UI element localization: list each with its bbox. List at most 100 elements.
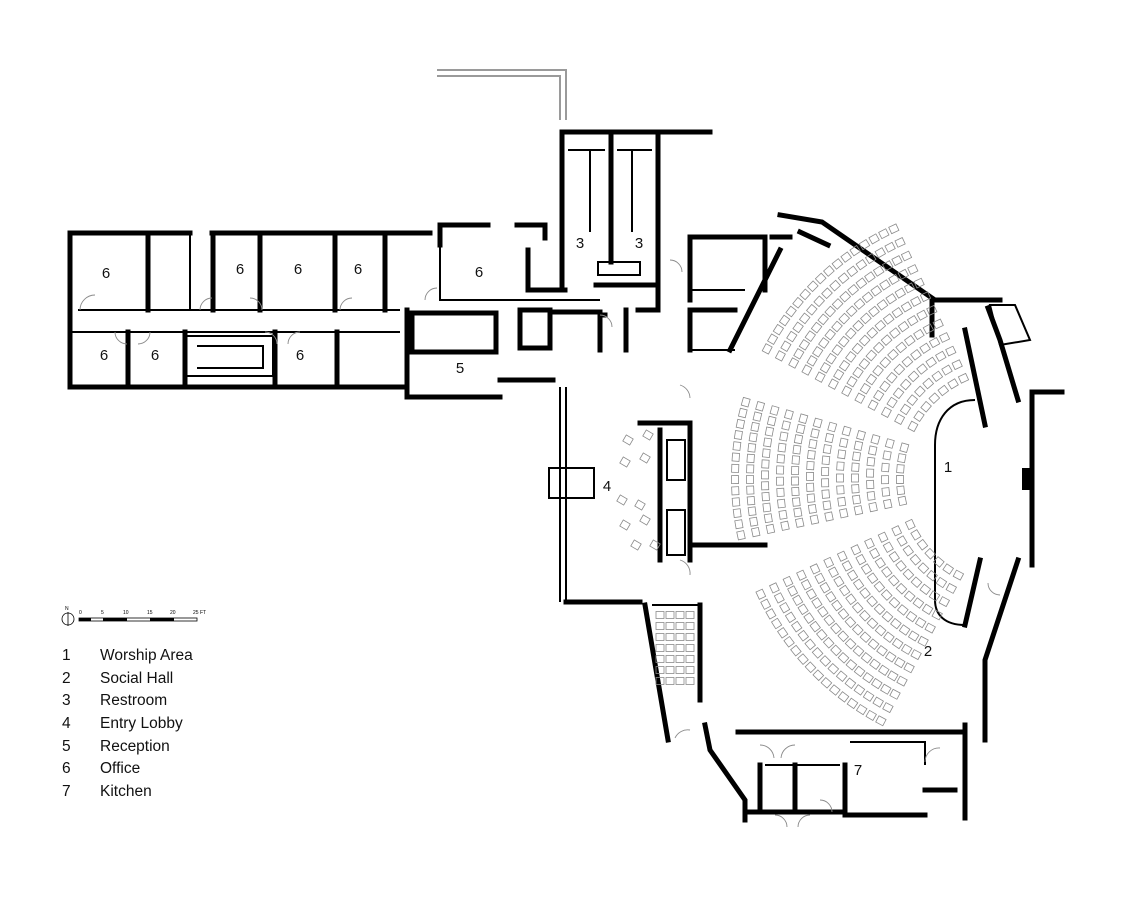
chair: [821, 489, 830, 499]
chair: [926, 304, 938, 316]
chair: [892, 387, 905, 400]
chair: [858, 334, 871, 347]
chair: [869, 658, 881, 670]
chair: [827, 662, 840, 675]
chair: [814, 371, 826, 383]
chair: [885, 371, 898, 384]
chair: [855, 703, 868, 716]
chair: [866, 595, 878, 608]
chair: [890, 617, 902, 630]
legend-label: Kitchen: [100, 782, 152, 800]
chair: [894, 237, 906, 248]
chair: [675, 644, 685, 652]
chair: [731, 475, 739, 485]
chair: [733, 430, 743, 440]
chair: [776, 487, 785, 498]
chair: [827, 421, 838, 433]
chair: [858, 238, 871, 251]
chair: [793, 434, 804, 445]
legend-label: Worship Area: [100, 647, 193, 665]
chair: [868, 501, 878, 513]
chair: [746, 453, 755, 464]
room-number-office: 6: [100, 347, 108, 364]
legend-label: Social Hall: [100, 669, 174, 687]
chair: [945, 345, 957, 357]
chair: [807, 503, 817, 514]
chair: [630, 539, 642, 551]
chair: [760, 598, 772, 610]
chair: [837, 630, 850, 643]
chair: [903, 282, 916, 294]
chair: [881, 260, 894, 272]
chair: [896, 604, 909, 616]
chair: [872, 364, 884, 377]
chair: [884, 241, 896, 253]
chair: [855, 553, 867, 566]
chair: [859, 382, 872, 395]
chair: [838, 437, 849, 448]
chair: [901, 355, 914, 368]
chair: [792, 296, 804, 309]
chair: [809, 563, 821, 575]
chair: [810, 428, 820, 439]
chair: [957, 372, 970, 384]
legend-number: 7: [62, 782, 71, 800]
chair: [859, 609, 871, 622]
chair: [772, 323, 785, 336]
room-number-office: 6: [296, 347, 304, 364]
chair: [785, 305, 797, 318]
chair: [886, 396, 898, 409]
chair: [764, 426, 775, 437]
chair: [750, 526, 761, 538]
chair: [884, 651, 897, 663]
chair: [853, 298, 866, 310]
chair: [776, 476, 784, 486]
chair: [853, 440, 864, 451]
chair: [876, 299, 889, 311]
chair: [836, 473, 844, 483]
chair: [837, 608, 850, 620]
chair: [655, 611, 665, 619]
chair: [841, 560, 853, 572]
chair: [731, 486, 740, 496]
chair: [882, 702, 894, 714]
chair: [819, 581, 831, 594]
chair: [860, 312, 872, 325]
chair: [675, 633, 685, 641]
lobby-walls: [548, 387, 768, 605]
chair: [899, 442, 910, 454]
chair: [835, 670, 848, 683]
chair: [851, 623, 864, 636]
chair: [752, 411, 763, 422]
chair: [838, 359, 851, 372]
chair: [897, 268, 910, 280]
chair: [655, 655, 665, 663]
chair: [919, 291, 932, 303]
chair: [928, 337, 941, 349]
chair: [655, 633, 665, 641]
chair: [865, 709, 877, 721]
chair: [783, 635, 795, 648]
chair: [837, 691, 850, 703]
legend-label: Reception: [100, 737, 170, 755]
scale-tick: 10: [123, 610, 129, 616]
chair: [770, 617, 783, 630]
room-number-office: 6: [151, 347, 159, 364]
chair: [805, 588, 817, 600]
chair: [824, 328, 836, 341]
chair: [880, 406, 892, 419]
chair: [783, 409, 794, 420]
chair: [914, 616, 927, 629]
chair: [873, 603, 886, 616]
chair: [779, 431, 789, 442]
chair: [851, 601, 864, 614]
legend-label: Restroom: [100, 692, 168, 710]
chair: [740, 396, 751, 408]
scale-tick: 5: [101, 610, 104, 616]
chair: [855, 277, 868, 289]
chair: [853, 684, 866, 696]
chair: [823, 265, 835, 277]
chair: [854, 392, 866, 404]
chair: [951, 359, 963, 371]
chair: [851, 342, 864, 355]
